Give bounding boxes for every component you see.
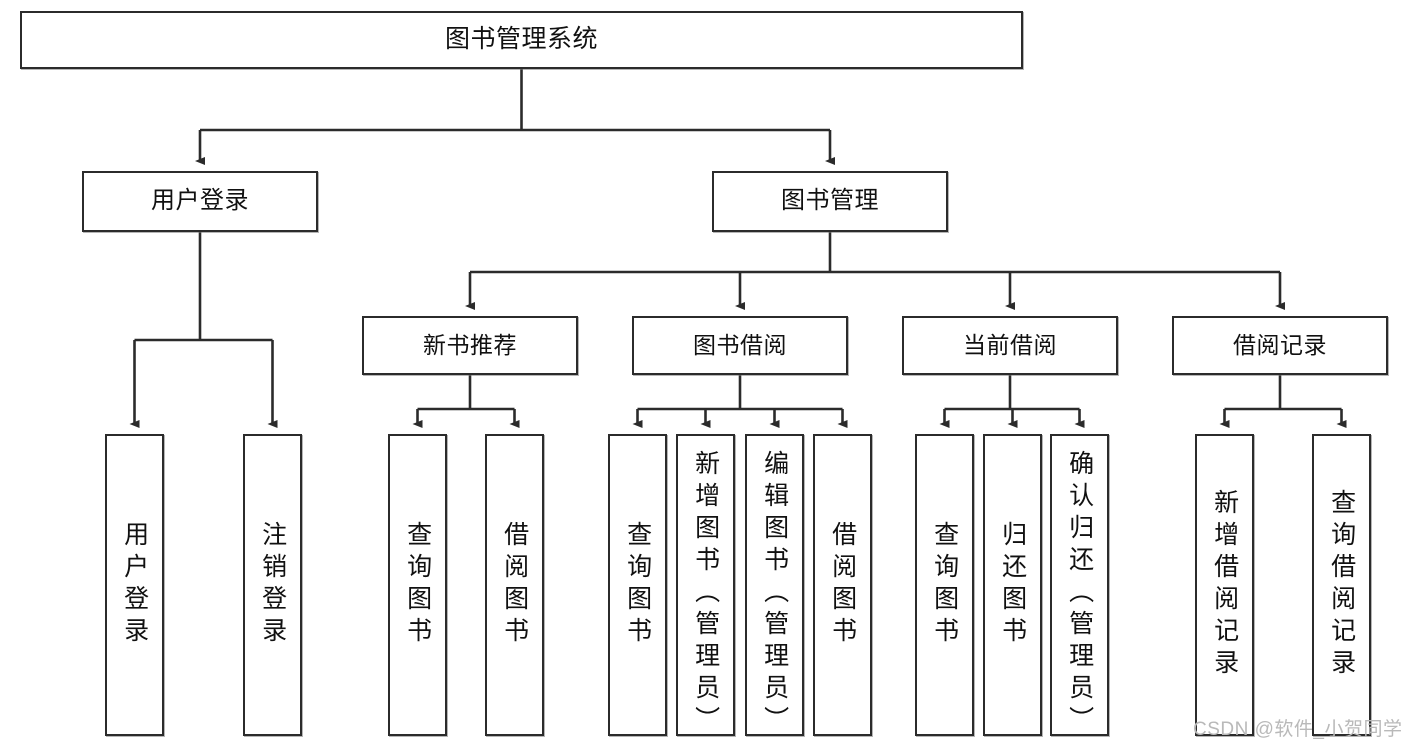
node-label: 确认归还（管理员）: [1065, 450, 1094, 738]
node-leaf-borrow-book-1[interactable]: 借阅图书: [485, 434, 544, 736]
node-current-borrow[interactable]: 当前借阅: [902, 316, 1118, 375]
node-leaf-user-login[interactable]: 用户登录: [105, 434, 164, 736]
node-book-borrow[interactable]: 图书借阅: [632, 316, 848, 375]
watermark-text: CSDN @软件_小贺同学: [1193, 719, 1403, 740]
node-label: 图书借阅: [693, 331, 787, 358]
node-label: 借阅图书: [828, 521, 857, 649]
node-leaf-query-book-2[interactable]: 查询图书: [608, 434, 667, 736]
node-borrow-record[interactable]: 借阅记录: [1172, 316, 1388, 375]
node-label: 查询借阅记录: [1327, 489, 1356, 681]
node-root[interactable]: 图书管理系统: [20, 11, 1023, 69]
node-label: 查询图书: [623, 521, 652, 649]
node-leaf-logout[interactable]: 注销登录: [243, 434, 302, 736]
node-new-book-recommend[interactable]: 新书推荐: [362, 316, 578, 375]
node-book-manage[interactable]: 图书管理: [712, 171, 948, 232]
node-label: 新书推荐: [423, 331, 517, 358]
node-leaf-query-record[interactable]: 查询借阅记录: [1312, 434, 1371, 736]
node-label: 新增图书（管理员）: [691, 450, 720, 738]
node-label: 查询图书: [930, 521, 959, 649]
node-label: 当前借阅: [963, 331, 1057, 358]
node-leaf-query-book-3[interactable]: 查询图书: [915, 434, 974, 736]
node-leaf-return-book[interactable]: 归还图书: [983, 434, 1042, 736]
node-user-login[interactable]: 用户登录: [82, 171, 318, 232]
node-label: 归还图书: [998, 521, 1027, 649]
node-label: 借阅图书: [500, 521, 529, 649]
node-label: 编辑图书（管理员）: [760, 450, 789, 738]
node-leaf-borrow-book-2[interactable]: 借阅图书: [813, 434, 872, 736]
node-leaf-query-book-1[interactable]: 查询图书: [388, 434, 447, 736]
node-label: 查询图书: [403, 521, 432, 649]
node-leaf-add-record[interactable]: 新增借阅记录: [1195, 434, 1254, 736]
node-label: 用户登录: [120, 521, 149, 649]
node-label: 新增借阅记录: [1210, 489, 1239, 681]
node-label: 图书管理: [781, 187, 879, 215]
node-leaf-confirm-return[interactable]: 确认归还（管理员）: [1050, 434, 1109, 738]
node-leaf-add-book[interactable]: 新增图书（管理员）: [676, 434, 735, 738]
node-label: 注销登录: [258, 521, 287, 649]
node-label: 借阅记录: [1233, 331, 1327, 358]
node-leaf-edit-book[interactable]: 编辑图书（管理员）: [745, 434, 804, 738]
node-label: 用户登录: [151, 187, 249, 215]
node-label: 图书管理系统: [444, 25, 598, 54]
